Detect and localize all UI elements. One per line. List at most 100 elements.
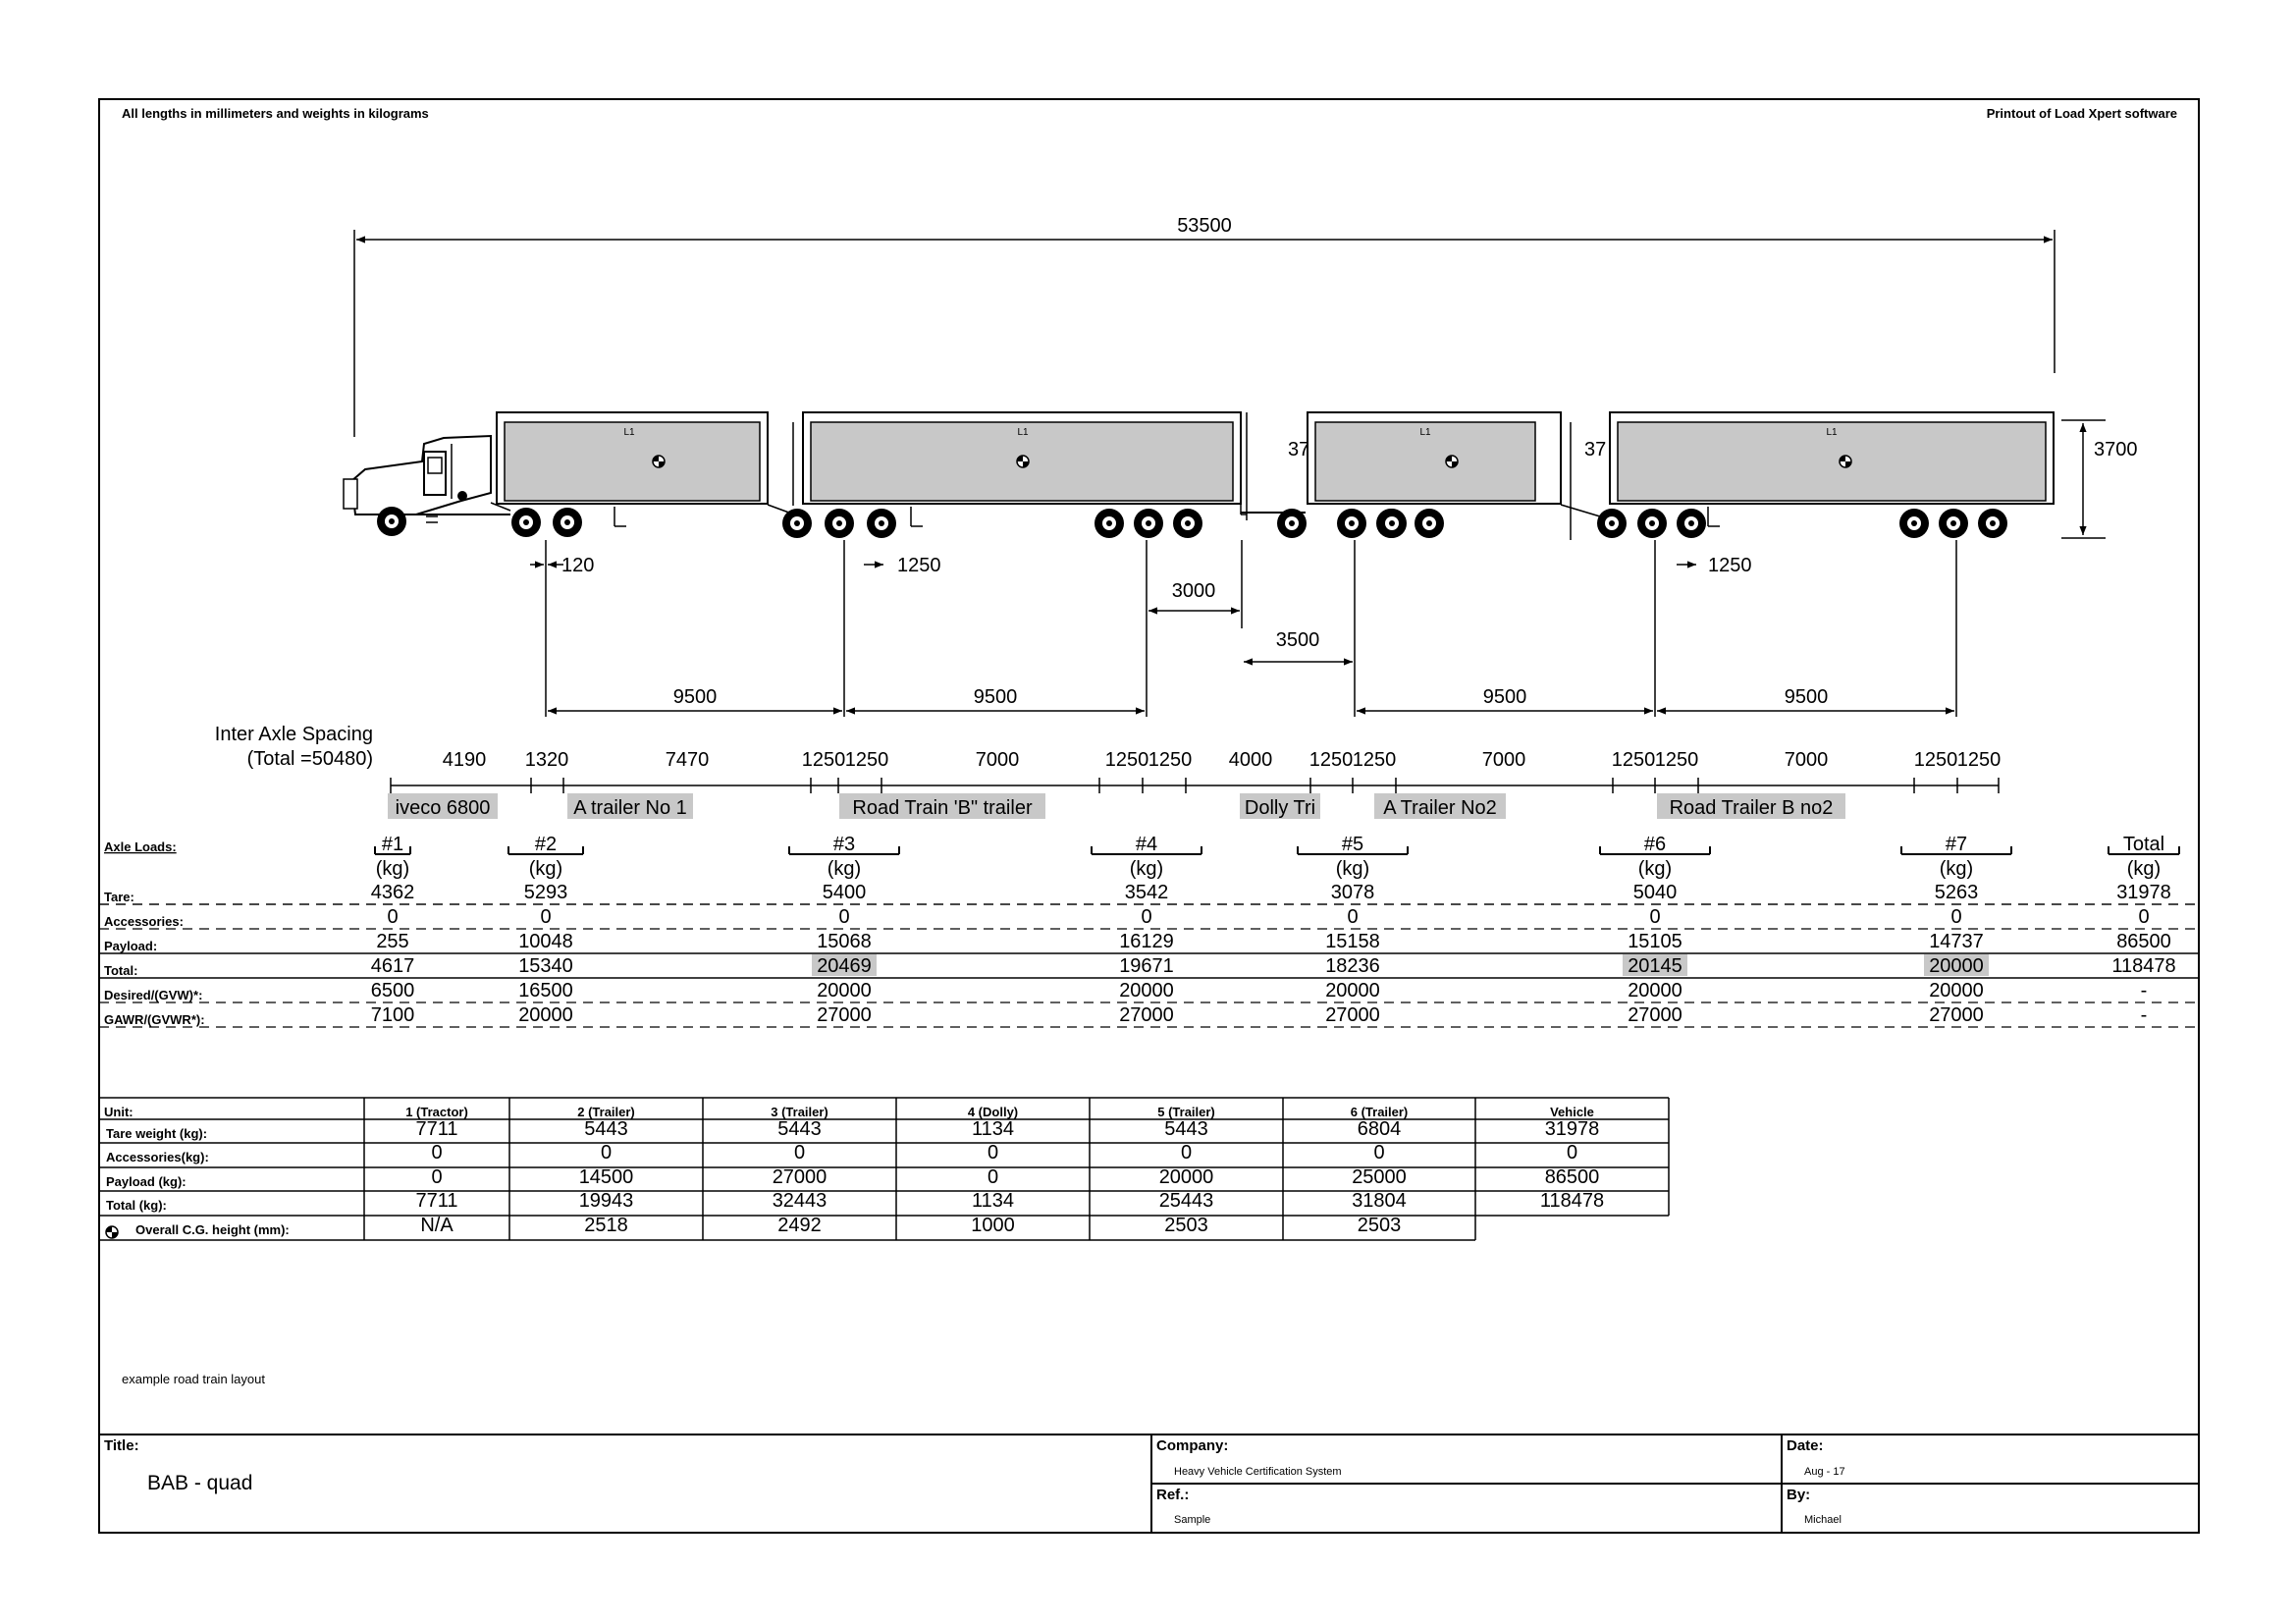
axle-value: 20000	[518, 1004, 573, 1026]
inter-axle-total: (Total =50480)	[247, 748, 373, 770]
axle-value: 5040	[1633, 882, 1678, 903]
axle-unit-label: (kg)	[828, 858, 861, 880]
axle-value: 20000	[1929, 955, 1984, 977]
axle-value: 20000	[1119, 980, 1174, 1001]
axle-value: 5400	[823, 882, 867, 903]
inter-axle-value: 7000	[976, 749, 1020, 771]
unit-header-label: Unit:	[104, 1105, 133, 1119]
unit-column-header: 2 (Trailer)	[577, 1105, 635, 1119]
unit-name-highlight	[1657, 793, 1845, 819]
unit-cell: 0	[988, 1166, 998, 1188]
unit-cell: 1134	[972, 1190, 1014, 1212]
axle-value: 16129	[1119, 931, 1174, 952]
unit-cell: 6804	[1358, 1118, 1402, 1140]
axle-value: 20000	[817, 980, 872, 1001]
inter-axle-title: Inter Axle Spacing	[215, 724, 373, 745]
axle-value: 3078	[1331, 882, 1375, 903]
axle-row-label: Total:	[104, 963, 137, 978]
date-label: Date:	[1787, 1437, 1824, 1454]
axle-group-label: #7	[1946, 834, 1967, 855]
inter-axle-value: 7470	[666, 749, 710, 771]
axle-value: 15340	[518, 955, 573, 977]
axle-row-label: Tare:	[104, 890, 134, 904]
unit-column-header: 1 (Tractor)	[405, 1105, 468, 1119]
inter-axle-value: 1250	[1655, 749, 1699, 771]
unit-column-header: Vehicle	[1550, 1105, 1594, 1119]
unit-cell: 0	[1373, 1142, 1384, 1164]
unit-row-label: Tare weight (kg):	[106, 1126, 207, 1141]
title-value: BAB - quad	[147, 1472, 252, 1494]
unit-cell: 1000	[971, 1215, 1015, 1236]
axle-unit-label: (kg)	[1638, 858, 1672, 880]
unit-name-highlight	[1240, 793, 1320, 819]
unit-cell: 19943	[579, 1190, 634, 1212]
inter-axle-value: 1250	[1105, 749, 1149, 771]
unit-cell: 2492	[777, 1215, 822, 1236]
axle-loads-label: Axle Loads:	[104, 839, 177, 854]
unit-cell: 5443	[777, 1118, 822, 1140]
unit-cell: 0	[431, 1166, 442, 1188]
axle-value: 0	[838, 906, 849, 928]
axle-value: 20000	[1628, 980, 1682, 1001]
axle-value: 20000	[1325, 980, 1380, 1001]
software-note: Printout of Load Xpert software	[1987, 106, 2177, 121]
cell-highlight	[812, 954, 877, 976]
axle-row-label: Payload:	[104, 939, 157, 953]
axle-unit-label: (kg)	[376, 858, 409, 880]
unit-cell: 0	[601, 1142, 612, 1164]
axle-group-label: #6	[1644, 834, 1666, 855]
unit-cell: 86500	[1545, 1166, 1600, 1188]
axle-value: 20000	[1929, 980, 1984, 1001]
unit-cell: 2518	[584, 1215, 628, 1236]
axle-value: 15068	[817, 931, 872, 952]
axle-value: 14737	[1929, 931, 1984, 952]
cell-highlight	[1924, 954, 1989, 976]
axle-value: 20145	[1628, 955, 1682, 977]
axle-value: 4617	[371, 955, 415, 977]
trailer-1: L1	[496, 411, 806, 527]
axle-group-label: #4	[1136, 834, 1157, 855]
axle-row-label: GAWR/(GVWR*):	[104, 1012, 205, 1027]
svg-text:L1: L1	[1419, 427, 1431, 438]
unit-name: Dolly Tri	[1245, 797, 1315, 819]
unit-column-header: 6 (Trailer)	[1351, 1105, 1409, 1119]
axle-loads-table: Axle Loads: #1(kg)#2(kg)#3(kg)#4(kg)#5(k…	[99, 834, 2199, 1028]
inter-axle-value: 7000	[1785, 749, 1829, 771]
axle-value: 0	[540, 906, 551, 928]
inter-axle-value: 1250	[1957, 749, 2002, 771]
inter-axle-value: 4190	[443, 749, 487, 771]
inter-axle-value: 1250	[1612, 749, 1656, 771]
unit-column-header: 4 (Dolly)	[968, 1105, 1018, 1119]
unit-cell: 27000	[773, 1166, 828, 1188]
svg-text:9500: 9500	[1785, 686, 1829, 708]
axle-value: -	[2141, 1004, 2148, 1026]
unit-name-highlight	[388, 793, 498, 819]
axle-row-label: Accessories:	[104, 914, 184, 929]
unit-cell: 2503	[1164, 1215, 1208, 1236]
unit-cell: 32443	[773, 1190, 828, 1212]
axle-value: 0	[1649, 906, 1660, 928]
page-border	[98, 98, 2200, 1534]
unit-cell: 20000	[1159, 1166, 1214, 1188]
axle-group-label: #3	[833, 834, 855, 855]
axle-value: 118478	[2111, 955, 2175, 977]
ref-value: Sample	[1174, 1514, 1210, 1526]
unit-cell: 2503	[1358, 1215, 1402, 1236]
vehicle-diagram: 53500 L1	[343, 215, 2138, 717]
svg-text:37: 37	[1288, 439, 1309, 460]
unit-cell: 0	[794, 1142, 805, 1164]
unit-name-highlight	[839, 793, 1045, 819]
unit-cell: 0	[1181, 1142, 1192, 1164]
axle-value: 0	[1141, 906, 1151, 928]
trailer-3: L1	[1307, 411, 1601, 540]
unit-row-label: Payload (kg):	[106, 1174, 187, 1189]
unit-cell: 31978	[1545, 1118, 1600, 1140]
unit-cell: 0	[988, 1142, 998, 1164]
axle-value: 4362	[371, 882, 415, 903]
trailer-2: L1	[802, 411, 1247, 527]
unit-name: A Trailer No2	[1383, 797, 1497, 819]
unit-cell: 118478	[1540, 1190, 1604, 1212]
axle-group-label: #5	[1342, 834, 1363, 855]
axle-unit-label: (kg)	[1130, 858, 1163, 880]
